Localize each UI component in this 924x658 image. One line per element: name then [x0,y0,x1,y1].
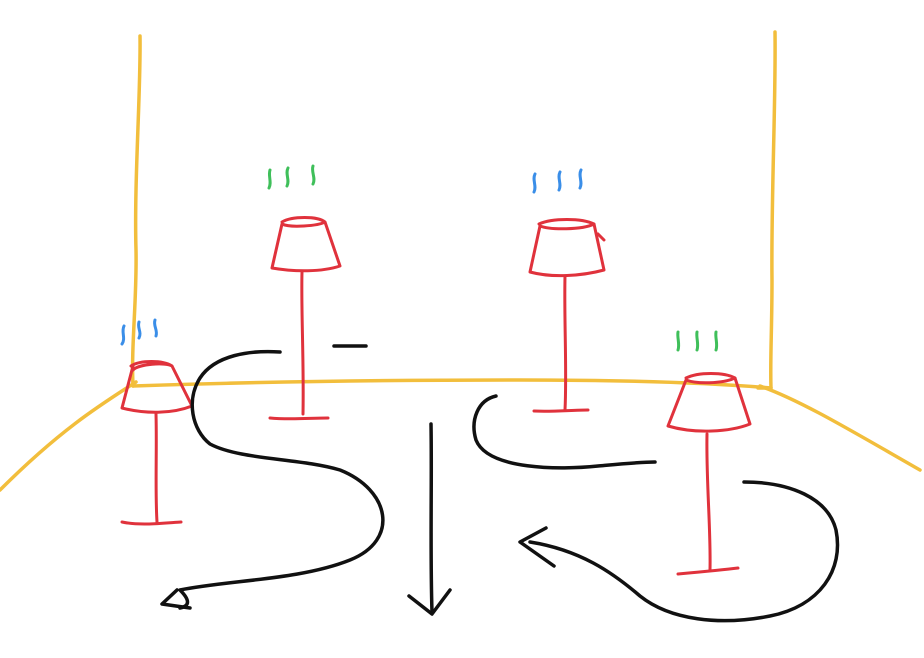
path-center-right-curve [472,394,657,470]
floor-left-edge [0,380,138,492]
path-center-straight [429,422,434,614]
lamp-pole [705,432,712,572]
lamp-base [268,416,330,421]
arrowhead-left-icon [518,526,556,568]
lamp-shade [528,218,606,278]
glow-blue-icon [120,318,158,346]
right-wall-line [768,30,777,390]
floor-right-edge [758,384,922,472]
lamp-pole [300,270,305,416]
lamp-back-right [528,168,606,413]
lamp-base [120,520,183,526]
lamp-pole [154,412,159,524]
lamp-pole [563,274,568,412]
glow-green-icon [676,330,719,352]
path-right-loop [528,480,840,623]
lamp-shade [270,216,342,273]
lamp-base [676,566,740,576]
lamp-front-right [666,330,752,576]
lamp-shade [666,372,752,433]
lamp-back-left [267,164,342,421]
glow-blue-icon [532,168,583,194]
arrowhead-left-icon [160,588,192,610]
lamp-base [532,408,590,413]
glow-green-icon [267,164,316,190]
left-wall-line [130,34,142,388]
walking-paths [160,344,840,623]
path-left-curve [178,349,385,610]
arrowhead-down-icon [407,588,452,616]
